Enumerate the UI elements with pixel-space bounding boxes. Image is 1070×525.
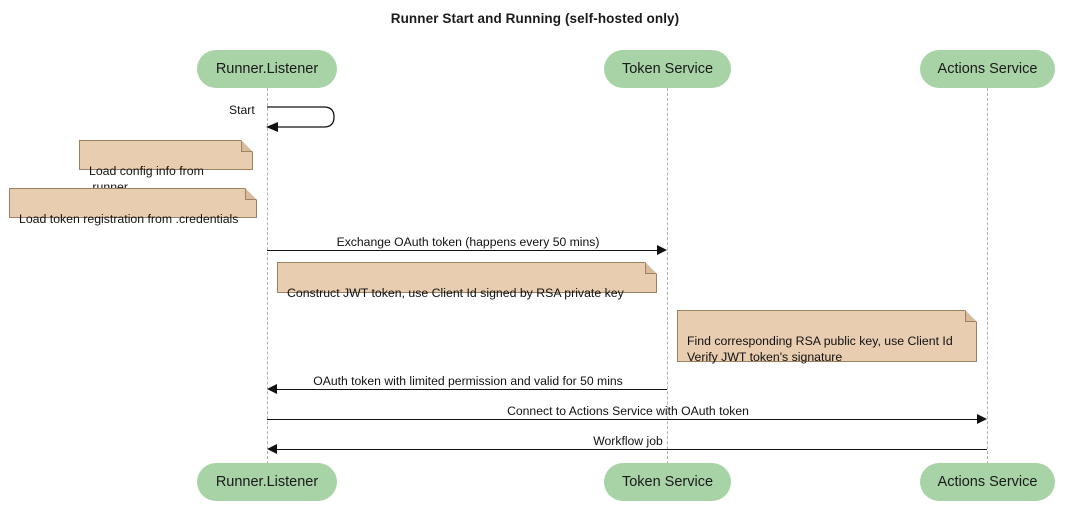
- message-line-workflow-job: [277, 449, 987, 450]
- participant-label: Runner.Listener: [215, 61, 319, 77]
- participant-label: Actions Service: [937, 61, 1038, 77]
- self-message-start: [266, 106, 335, 132]
- note-load-config: Load config info from .runner: [79, 140, 253, 194]
- note-text: Find corresponding RSA public key, use C…: [687, 334, 953, 364]
- note-text: Construct JWT token, use Client Id signe…: [287, 286, 624, 300]
- lifeline-actions-service: [987, 88, 988, 464]
- page-title: Runner Start and Running (self-hosted on…: [390, 11, 680, 26]
- participant-label: Token Service: [621, 474, 714, 490]
- arrow-head-right-icon: [657, 245, 667, 255]
- message-label-start: Start: [229, 103, 255, 117]
- note-verify-jwt: Find corresponding RSA public key, use C…: [677, 310, 977, 364]
- arrow-head-left-icon: [267, 384, 277, 394]
- note-construct-jwt: Construct JWT token, use Client Id signe…: [277, 262, 657, 300]
- message-label-oauth-token-reply: OAuth token with limited permission and …: [313, 374, 623, 388]
- message-label-workflow-job: Workflow job: [593, 434, 663, 448]
- arrow-head-right-icon: [977, 414, 987, 424]
- message-label-exchange-oauth-token: Exchange OAuth token (happens every 50 m…: [336, 235, 600, 249]
- participant-actions-service-bottom[interactable]: Actions Service: [920, 463, 1055, 501]
- participant-label: Token Service: [621, 61, 714, 77]
- participant-runner-listener-top[interactable]: Runner.Listener: [197, 50, 337, 88]
- message-line-oauth-token-reply: [277, 389, 667, 390]
- note-text: Load token registration from .credential…: [19, 212, 239, 226]
- lifeline-runner: [267, 88, 268, 464]
- participant-token-service-bottom[interactable]: Token Service: [604, 463, 731, 501]
- participant-actions-service-top[interactable]: Actions Service: [920, 50, 1055, 88]
- arrow-head-left-icon: [267, 444, 277, 454]
- lifeline-token-service: [667, 88, 668, 464]
- message-label-connect-actions-service: Connect to Actions Service with OAuth to…: [507, 404, 749, 418]
- participant-label: Actions Service: [937, 474, 1038, 490]
- participant-token-service-top[interactable]: Token Service: [604, 50, 731, 88]
- note-load-token-registration: Load token registration from .credential…: [9, 188, 257, 226]
- participant-label: Runner.Listener: [215, 474, 319, 490]
- message-line-exchange-oauth-token: [267, 250, 659, 251]
- message-line-connect-actions-service: [267, 419, 979, 420]
- participant-runner-listener-bottom[interactable]: Runner.Listener: [197, 463, 337, 501]
